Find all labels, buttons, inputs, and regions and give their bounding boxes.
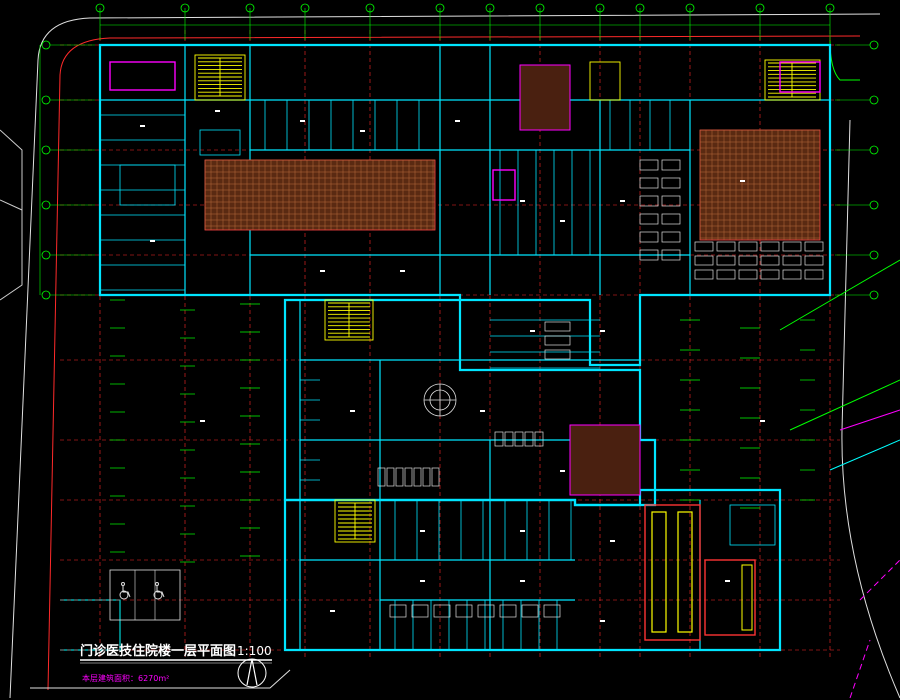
stair-northeast (768, 62, 816, 98)
title-block: 门诊医技住院楼一层平面图 1:100 本层建筑面积：6270m² (80, 643, 272, 683)
site-boundary (0, 13, 900, 699)
cubicle-rows (377, 431, 561, 618)
axis-lines (39, 8, 870, 296)
stair-northwest (198, 57, 242, 97)
accessible-parking (109, 569, 181, 621)
southeast-wing (644, 504, 756, 641)
drawing-scale: 1:100 (237, 644, 272, 658)
highlight-frames (109, 61, 821, 201)
wheelchair-icon (119, 582, 131, 600)
wheelchair-icon (153, 582, 165, 600)
north-arrow-icon (237, 658, 267, 688)
site-outer-line (9, 13, 881, 699)
stair-southwest (338, 502, 372, 540)
room-partitions (100, 100, 776, 650)
axis-bubbles (41, 3, 879, 300)
hatched-hall-west (204, 159, 436, 231)
lobby-feature (423, 383, 457, 417)
hatched-halls (204, 64, 821, 496)
north-block-outline (98, 43, 832, 367)
site-red-line (47, 35, 861, 691)
room-marks (140, 110, 765, 622)
site-right-curve (841, 119, 900, 699)
hatched-room-center (569, 424, 641, 496)
drawing-title: 门诊医技住院楼一层平面图 (80, 643, 236, 659)
parking-area (110, 299, 815, 563)
area-note: 本层建筑面积：6270m² (82, 673, 169, 683)
stairs (194, 54, 821, 543)
hatched-room-north (519, 64, 571, 131)
stair-central (328, 302, 370, 338)
furniture-tables (544, 159, 824, 360)
